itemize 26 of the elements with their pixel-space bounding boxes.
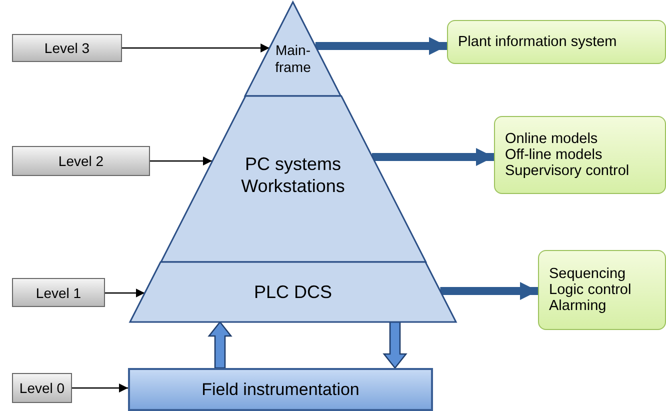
- base-bar: Field instrumentation: [128, 368, 433, 411]
- level-tag: Level 3: [12, 34, 122, 62]
- info-card: [538, 250, 666, 330]
- arrow: [122, 44, 270, 52]
- arrow: [372, 148, 494, 166]
- arrow: [150, 156, 212, 166]
- level-tag: Level 1: [12, 278, 105, 307]
- arrow: [440, 282, 538, 300]
- block-arrow: [208, 320, 232, 369]
- level-tag: Level 2: [12, 146, 150, 176]
- list-item: Supervisory control: [505, 163, 630, 179]
- list-item: Logic control: [549, 282, 632, 298]
- list-item: Alarming: [549, 298, 608, 314]
- arrow: [72, 384, 128, 392]
- tier-label: Main- frame: [274, 42, 312, 76]
- tier-label: PLC DCS: [252, 282, 334, 304]
- tier-label: PC systems Workstations: [240, 154, 346, 198]
- list-item: Sequencing: [549, 266, 627, 282]
- info-card: [494, 116, 666, 194]
- block-arrow: [382, 321, 408, 370]
- arrow: [315, 37, 447, 55]
- list-item: Online models: [505, 131, 599, 147]
- list-item: Off-line models: [505, 147, 604, 163]
- arrow: [105, 288, 145, 298]
- info-card: Plant information system: [447, 20, 666, 64]
- level-tag: Level 0: [12, 373, 72, 403]
